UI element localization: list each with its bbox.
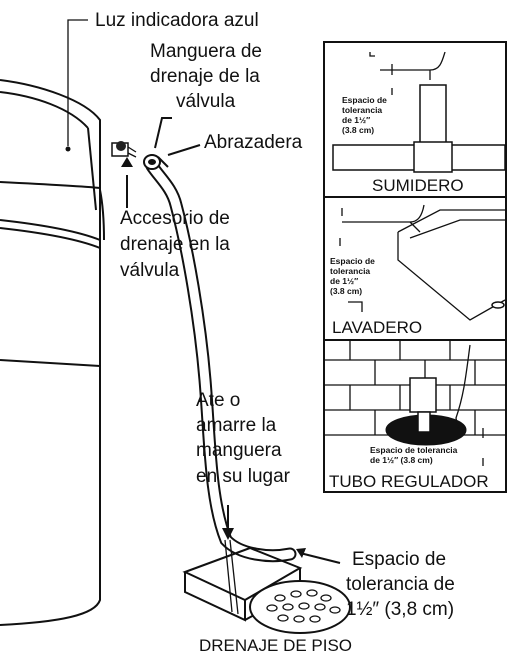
sump-gap-line-4: (3.8 cm) <box>342 125 374 135</box>
label-tie-2: amarre la <box>196 415 277 436</box>
label-floor-drain: DRENAJE DE PISO <box>199 636 352 655</box>
sump-gap-line-2: tolerancia <box>342 105 382 115</box>
floor-drain-grate <box>249 580 351 634</box>
tie-arrow <box>222 528 234 540</box>
label-valve-hose-1: Manguera de <box>150 41 262 62</box>
valve-drain-fitting <box>111 141 137 158</box>
laundry-gap-line-1: Espacio de <box>330 256 375 266</box>
label-gap-3: 1½″ (3,8 cm) <box>346 599 454 620</box>
label-valve-fitting-3: válvula <box>120 260 180 281</box>
hose-leader <box>154 117 172 149</box>
drain-hose <box>147 161 295 561</box>
inset-laundry <box>323 196 507 341</box>
inset-sump <box>323 41 507 198</box>
clamp <box>143 154 169 170</box>
blue-light-leader <box>67 19 88 146</box>
sump-gap-line-1: Espacio de <box>342 95 387 105</box>
label-tie-4: en su lugar <box>196 466 291 487</box>
fitting-arrow <box>121 157 133 167</box>
sump-gap-line-3: de 1½″ <box>342 115 370 125</box>
label-valve-hose-2: drenaje de la <box>150 66 260 87</box>
label-tie-3: manguera <box>196 440 282 461</box>
laundry-gap-line-4: (3.8 cm) <box>330 286 362 296</box>
laundry-caption: LAVADERO <box>332 318 422 337</box>
label-valve-hose-3: válvula <box>176 91 236 112</box>
label-gap-1: Espacio de <box>352 549 446 570</box>
label-tie-1: Ate o <box>196 390 240 411</box>
softener-tank <box>0 79 105 626</box>
label-clamp: Abrazadera <box>204 132 303 153</box>
label-valve-fitting-2: drenaje en la <box>120 234 230 255</box>
laundry-gap-line-3: de 1½″ <box>330 276 358 286</box>
standpipe-caption: TUBO REGULADOR <box>329 472 489 491</box>
standpipe-gap-line-1: Espacio de tolerancia <box>370 445 458 455</box>
label-blue-light: Luz indicadora azul <box>95 10 259 31</box>
label-gap-2: tolerancia de <box>346 574 455 595</box>
sump-caption: SUMIDERO <box>372 176 464 195</box>
inset-standpipe <box>323 339 507 493</box>
label-valve-fitting-1: Accesorio de <box>120 208 230 229</box>
gap-leader <box>299 552 341 564</box>
gap-arrow <box>296 548 306 558</box>
laundry-gap-line-2: tolerancia <box>330 266 370 276</box>
blue-light-dot <box>65 146 71 152</box>
clamp-leader <box>167 144 201 156</box>
standpipe-gap-line-2: de 1½″ (3.8 cm) <box>370 455 433 465</box>
